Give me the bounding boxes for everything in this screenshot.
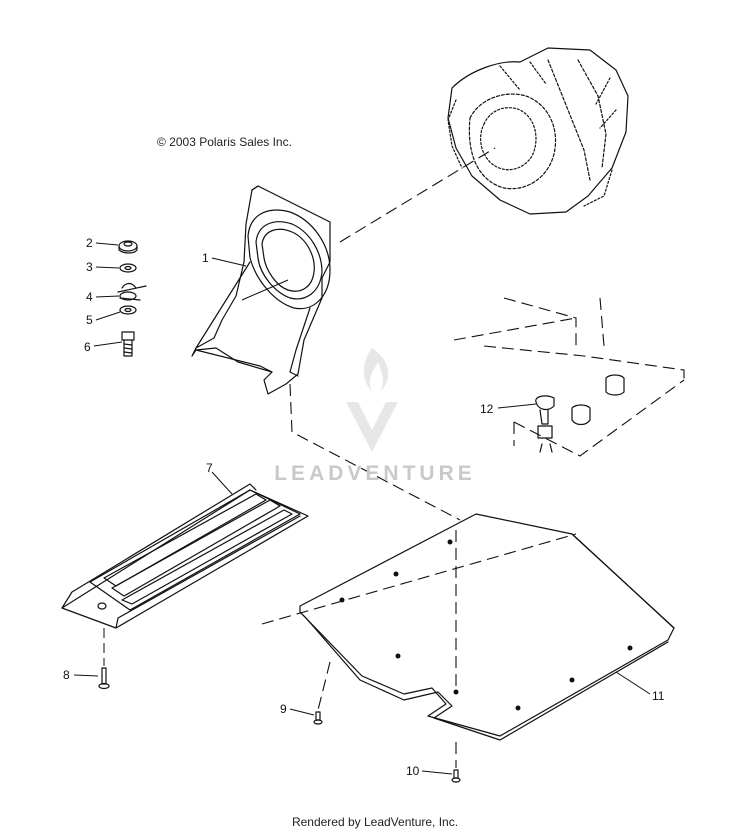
part-12-plug — [535, 395, 555, 453]
engine-housing — [447, 47, 629, 215]
part-10-screw — [451, 769, 461, 783]
footer-credit: Rendered by LeadVenture, Inc. — [291, 815, 459, 829]
leader-3 — [95, 266, 120, 269]
callout-6[interactable]: 6 — [84, 340, 91, 354]
bracket-to-plate-line — [289, 383, 461, 521]
callout-7[interactable]: 7 — [206, 461, 213, 475]
leader-9 — [289, 708, 315, 716]
watermark-text: LEADVENTURE — [274, 462, 476, 485]
storage-box-outline — [453, 297, 685, 457]
copyright-notice: © 2003 Polaris Sales Inc. — [157, 135, 292, 149]
part-8-screw — [98, 667, 110, 690]
callout-2[interactable]: 2 — [86, 236, 93, 250]
plate-to-screw-9-line — [317, 661, 331, 711]
engine-alignment-line — [339, 147, 496, 243]
part-2-nut — [118, 240, 138, 254]
leader-11 — [615, 671, 651, 695]
leader-7 — [211, 471, 233, 495]
callout-8[interactable]: 8 — [63, 668, 70, 682]
leader-1b — [241, 279, 289, 301]
part-7-footrest-pad — [61, 483, 309, 629]
part-6-bolt — [121, 331, 135, 357]
callout-12[interactable]: 12 — [480, 402, 494, 416]
leader-8 — [73, 674, 99, 677]
leader-4 — [95, 295, 120, 298]
part-4-lock-washer — [117, 282, 147, 301]
part-9-screw — [313, 711, 323, 725]
leader-12 — [497, 403, 537, 409]
leadventure-watermark-logo — [346, 348, 398, 452]
callout-3[interactable]: 3 — [86, 260, 93, 274]
leader-5 — [95, 311, 121, 321]
callout-5[interactable]: 5 — [86, 313, 93, 327]
callout-9[interactable]: 9 — [280, 702, 287, 716]
part-3-washer — [119, 263, 137, 273]
leader-6 — [93, 341, 123, 347]
part-5-washer — [119, 305, 137, 315]
part-1-intake-bracket — [191, 185, 331, 395]
leader-2 — [95, 242, 119, 246]
callout-4[interactable]: 4 — [86, 290, 93, 304]
callout-10[interactable]: 10 — [406, 764, 420, 778]
part-11-floor-plate — [299, 513, 675, 741]
leader-10 — [421, 770, 453, 775]
callout-1[interactable]: 1 — [202, 251, 209, 265]
leader-1 — [211, 257, 247, 267]
plate-centerline-a — [261, 533, 577, 625]
callout-11[interactable]: 11 — [652, 689, 665, 703]
